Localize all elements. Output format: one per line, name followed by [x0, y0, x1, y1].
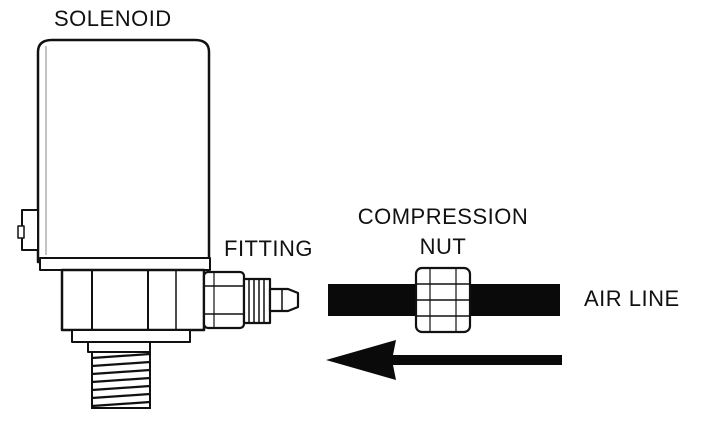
air-line-label: AIR LINE: [584, 286, 680, 311]
compression-nut-label-line1: COMPRESSION: [357, 204, 529, 229]
threaded-outlet: [91, 351, 151, 409]
solenoid-body: [17, 38, 211, 271]
fitting: [202, 270, 300, 330]
solenoid-label: SOLENOID: [54, 6, 172, 31]
compression-nut-label: COMPRESSION NUT: [336, 202, 550, 262]
compression-nut: [414, 266, 472, 334]
fitting-label: FITTING: [224, 236, 314, 261]
flow-direction-arrow: [326, 340, 562, 380]
valve-block: [60, 268, 206, 353]
compression-nut-label-line2: NUT: [419, 234, 467, 259]
